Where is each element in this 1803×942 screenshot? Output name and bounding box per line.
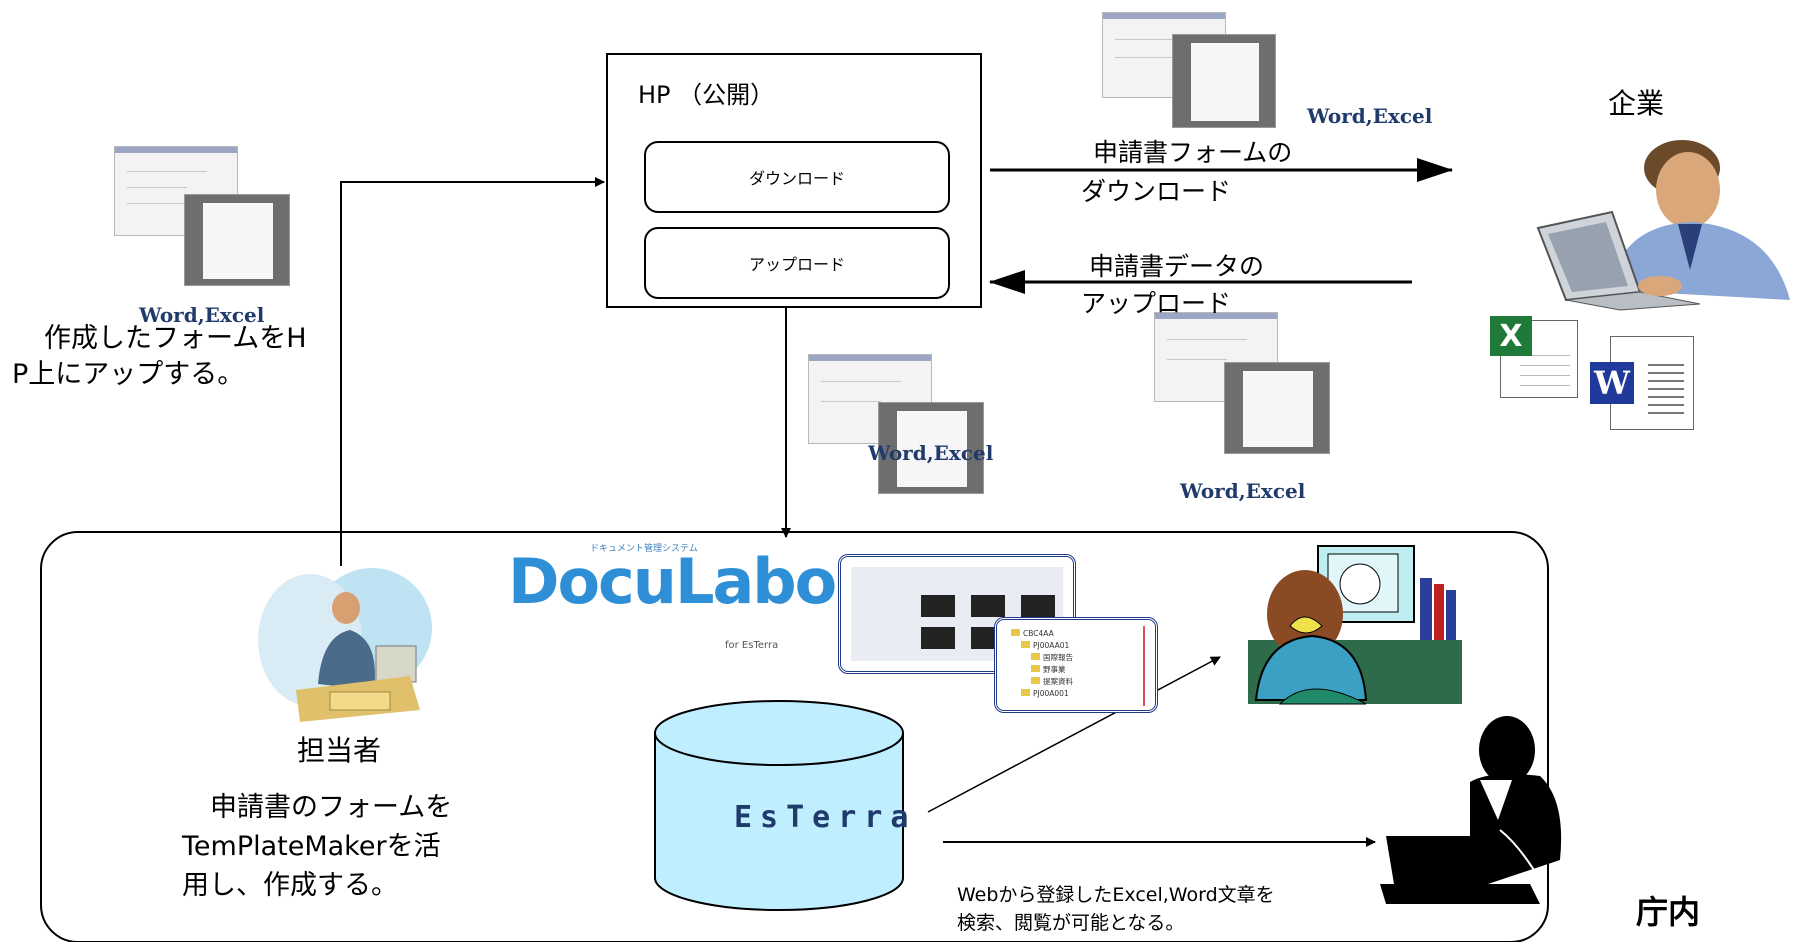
esterra-database-label: EsTerra [734,800,917,835]
staff-person-icon [258,568,432,722]
hp-title: HP （公開） [638,81,775,109]
left-description-line1: 作成したフォームをH [44,323,307,354]
doculabo-screen-thumbnail [838,554,1076,674]
company-label: 企業 [1608,87,1665,120]
search-description-line2: 検索、閲覧が可能となる。 [957,912,1185,934]
excel-file-icon: X [1486,312,1580,398]
folder-tree-thumbnail: CBC4AA PJ00AA01 国際報告 野事業 提案資料 PJ00A001 [994,617,1158,713]
staff-description-line2: TemPlateMakerを活 [182,831,441,862]
viewer-person-icon [1248,545,1462,705]
upload-button[interactable]: アップロード [644,227,950,299]
staff-label: 担当者 [297,734,382,767]
searcher-person-icon [1380,716,1562,904]
office-label: 庁内 [1636,893,1701,931]
left-description-line2: P上にアップする。 [12,359,245,390]
upload-arrow-label-line2: アップロード [1081,289,1232,318]
esterra-database-icon [654,700,904,911]
logo-tagline: for EsTerra [725,640,779,651]
doculabo-logo: DocuLabo [508,545,837,618]
word-file-icon: W [1588,336,1694,430]
upload-connector [340,177,605,566]
company-person-icon [1536,140,1790,311]
download-arrow-label-line1: 申請書フォームの [1093,138,1293,167]
middle-file-type-label: Word,Excel [868,441,994,465]
download-button[interactable]: ダウンロード [644,141,950,213]
upload-arrow-label-line1: 申請書データの [1089,252,1265,281]
download-arrow-label-line2: ダウンロード [1081,177,1232,206]
db-to-viewer-connector [927,656,1221,813]
logo-tagline-top: ドキュメント管理システム [590,544,698,554]
hp-public-box: HP （公開） ダウンロード アップロード [606,53,982,308]
staff-description-line1: 申請書のフォームを [210,792,453,823]
staff-description-line3: 用し、作成する。 [182,870,398,901]
search-description-line1: Webから登録したExcel,Word文章を [957,884,1275,906]
right-file-type-label: Word,Excel [1180,479,1306,503]
left-file-type-label: Word,Excel [139,303,265,327]
top-file-type-label: Word,Excel [1307,104,1433,128]
